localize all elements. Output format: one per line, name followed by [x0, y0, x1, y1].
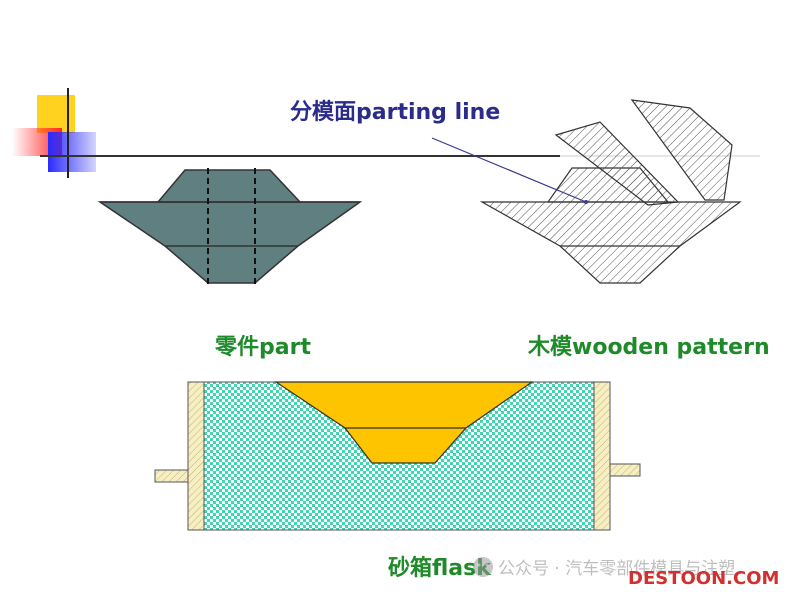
wechat-icon-eye-left: [477, 563, 481, 567]
wechat-icon: [473, 557, 493, 577]
pattern-loose-piece-left: [554, 121, 680, 206]
watermark-site-text: DESTOON.COM: [628, 568, 779, 589]
part-label: 零件part: [214, 335, 311, 360]
wooden-pattern-drawing: [479, 99, 742, 284]
flask-wall-left: [187, 381, 205, 531]
wechat-icon-eye-right: [485, 563, 489, 567]
watermark: 公众号 · 汽车零部件模具与注塑: [473, 557, 735, 579]
deco-blue-square: [48, 132, 96, 172]
deco-yellow-square: [37, 95, 75, 133]
flask-handle-right: [607, 463, 641, 477]
flask-wall-right: [593, 381, 611, 531]
wooden-pattern-label: 木模wooden pattern: [527, 335, 770, 360]
part-top-boss: [156, 169, 302, 203]
flask-handle-left: [154, 469, 191, 483]
watermark-wechat-text: 公众号 · 汽车零部件模具与注塑: [498, 559, 735, 579]
parting-line-leader: [431, 137, 587, 203]
flask-drawing: [154, 381, 641, 531]
part-drawing: [97, 168, 363, 285]
part-lower-body: [97, 201, 363, 284]
pattern-lower-body: [479, 201, 742, 284]
parting-line-pointer: [584, 200, 588, 204]
pattern-loose-piece-right: [630, 99, 733, 201]
parting-line-label: 分模面parting line: [290, 100, 500, 125]
